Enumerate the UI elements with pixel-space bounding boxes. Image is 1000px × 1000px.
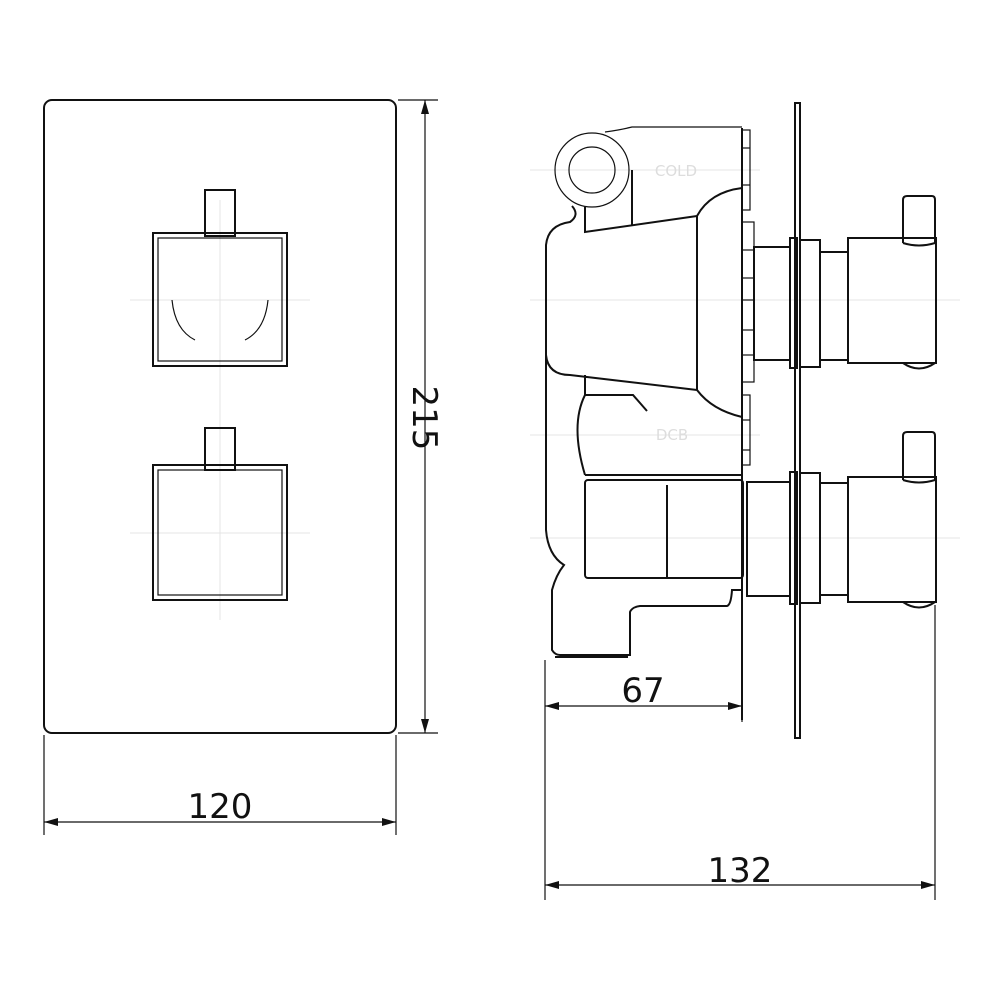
upper-handle — [152, 189, 288, 367]
dimension-width: 120 — [43, 735, 397, 835]
lower-handle — [152, 427, 288, 601]
dimension-total-depth: 132 — [545, 605, 936, 900]
lower-handle-side — [746, 431, 937, 609]
dimension-body-depth: 67 — [544, 660, 743, 900]
dimension-215-label: 215 — [404, 386, 444, 451]
upper-handle-side — [753, 195, 937, 370]
side-view: COLD DCB — [545, 102, 937, 739]
dimension-height: 215 — [398, 99, 444, 734]
dimension-132-label: 132 — [708, 851, 773, 891]
wall-plate — [794, 102, 801, 739]
cold-label: COLD — [655, 162, 697, 180]
dimension-120-label: 120 — [188, 787, 253, 827]
dcb-label: DCB — [656, 426, 688, 444]
front-view — [43, 99, 397, 734]
dimension-67-label: 67 — [621, 671, 664, 711]
cover-plate — [43, 99, 397, 734]
